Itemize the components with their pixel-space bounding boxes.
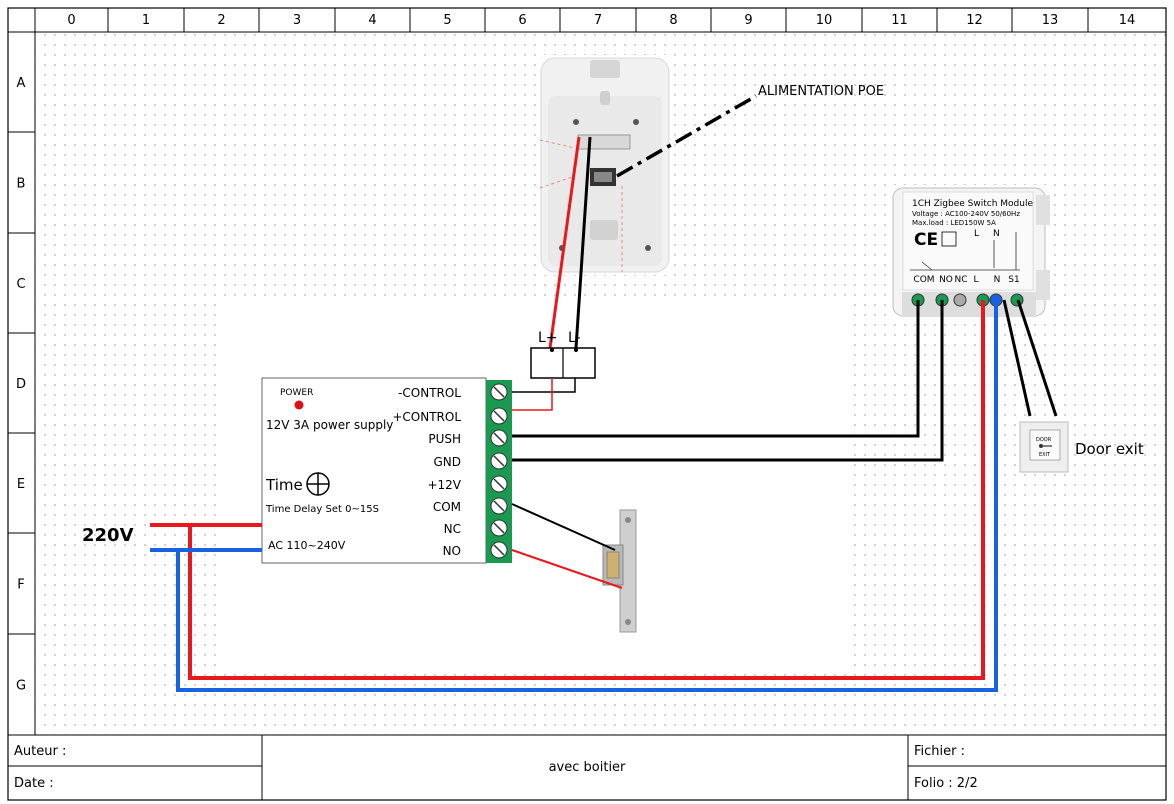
column-label: 5	[443, 13, 451, 28]
v220-label: 220V	[82, 525, 134, 546]
column-label: 11	[891, 13, 908, 28]
zigbee-l-top: L	[974, 229, 979, 239]
fichier-label: Fichier :	[914, 744, 965, 759]
zigbee-terminal-label: NC	[954, 275, 967, 285]
folio-label: Folio : 2/2	[914, 776, 978, 791]
column-label: 6	[518, 13, 526, 28]
ps-terminal-label: +CONTROL	[392, 410, 461, 424]
ps-terminal-label: NO	[443, 544, 461, 558]
ps-terminal-label: +12V	[427, 478, 461, 492]
column-label: 9	[744, 13, 752, 28]
power-label: POWER	[280, 388, 313, 398]
lminus-label: L-	[568, 330, 581, 346]
delay-label: Time Delay Set 0~15S	[265, 504, 379, 515]
ps-terminal-label: PUSH	[428, 432, 461, 446]
lplus-label: L+	[538, 330, 558, 346]
column-label: 1	[142, 13, 150, 28]
power-supply	[261, 377, 512, 564]
row-label: D	[16, 377, 26, 392]
ps-terminal-label: -CONTROL	[398, 386, 461, 400]
door-exit-label: Door exit	[1075, 440, 1144, 458]
wire-lminus	[574, 136, 592, 349]
column-label: 13	[1042, 13, 1059, 28]
lplus-lminus-connector	[530, 347, 596, 379]
ps-terminal-label: NC	[444, 522, 461, 536]
wire-lplus	[548, 136, 581, 349]
door-exit-button	[1019, 421, 1069, 473]
column-label: 14	[1119, 13, 1136, 28]
wire-push	[512, 300, 920, 438]
column-label: 4	[368, 13, 376, 28]
title-block	[8, 735, 1166, 800]
zigbee-terminal-label: L	[973, 275, 978, 285]
ac-label: AC 110~240V	[268, 539, 346, 552]
door-button-text1: DOOR	[1036, 437, 1052, 443]
power-led	[294, 400, 304, 410]
poe-label: ALIMENTATION POE	[758, 84, 884, 99]
zigbee-module: CE	[892, 187, 1050, 317]
row-label: F	[17, 578, 24, 593]
door-strike	[598, 505, 642, 635]
wire-gnd	[512, 300, 944, 462]
row-label: B	[17, 177, 26, 192]
zigbee-line3: Max.load : LED150W 5A	[912, 219, 996, 227]
column-label: 0	[67, 13, 75, 28]
zigbee-terminal-label: N	[994, 275, 1001, 285]
zigbee-terminal-label: NO	[939, 275, 953, 285]
ps-terminal-label: GND	[433, 455, 461, 469]
poe-line	[616, 94, 757, 178]
wire-220-neutral	[176, 300, 998, 692]
auteur-label: Auteur :	[14, 744, 66, 759]
frame	[7, 7, 1167, 801]
door-button-text2: EXIT	[1039, 452, 1051, 458]
ps-title: 12V 3A power supply	[266, 418, 393, 432]
zigbee-line2: Voltage : AC100-240V 50/60Hz	[912, 210, 1020, 218]
zigbee-n-top: N	[993, 229, 1000, 239]
zigbee-terminal-label: COM	[913, 275, 934, 285]
column-label: 3	[293, 13, 301, 28]
title-center: avec boitier	[549, 760, 626, 775]
column-label: 7	[594, 13, 602, 28]
column-label: 10	[816, 13, 833, 28]
svg-text:CE: CE	[914, 230, 938, 250]
zigbee-terminal-screw	[953, 293, 967, 307]
zigbee-terminal-label: S1	[1008, 275, 1019, 285]
column-label: 8	[669, 13, 677, 28]
wire-220-live	[188, 300, 985, 680]
ps-terminal-label: COM	[433, 500, 461, 514]
row-label: E	[17, 477, 25, 492]
row-header: A B C D E F G	[16, 76, 26, 694]
intercom-device	[539, 57, 670, 273]
date-label: Date :	[14, 776, 54, 791]
row-label: C	[16, 277, 25, 292]
zigbee-line1: 1CH Zigbee Switch Module	[912, 199, 1033, 209]
row-label: A	[17, 76, 26, 91]
column-label: 2	[217, 13, 225, 28]
zigbee-terminal-screw	[1010, 293, 1024, 307]
row-label: G	[16, 679, 26, 694]
time-label: Time	[265, 476, 303, 494]
column-label: 12	[966, 13, 983, 28]
